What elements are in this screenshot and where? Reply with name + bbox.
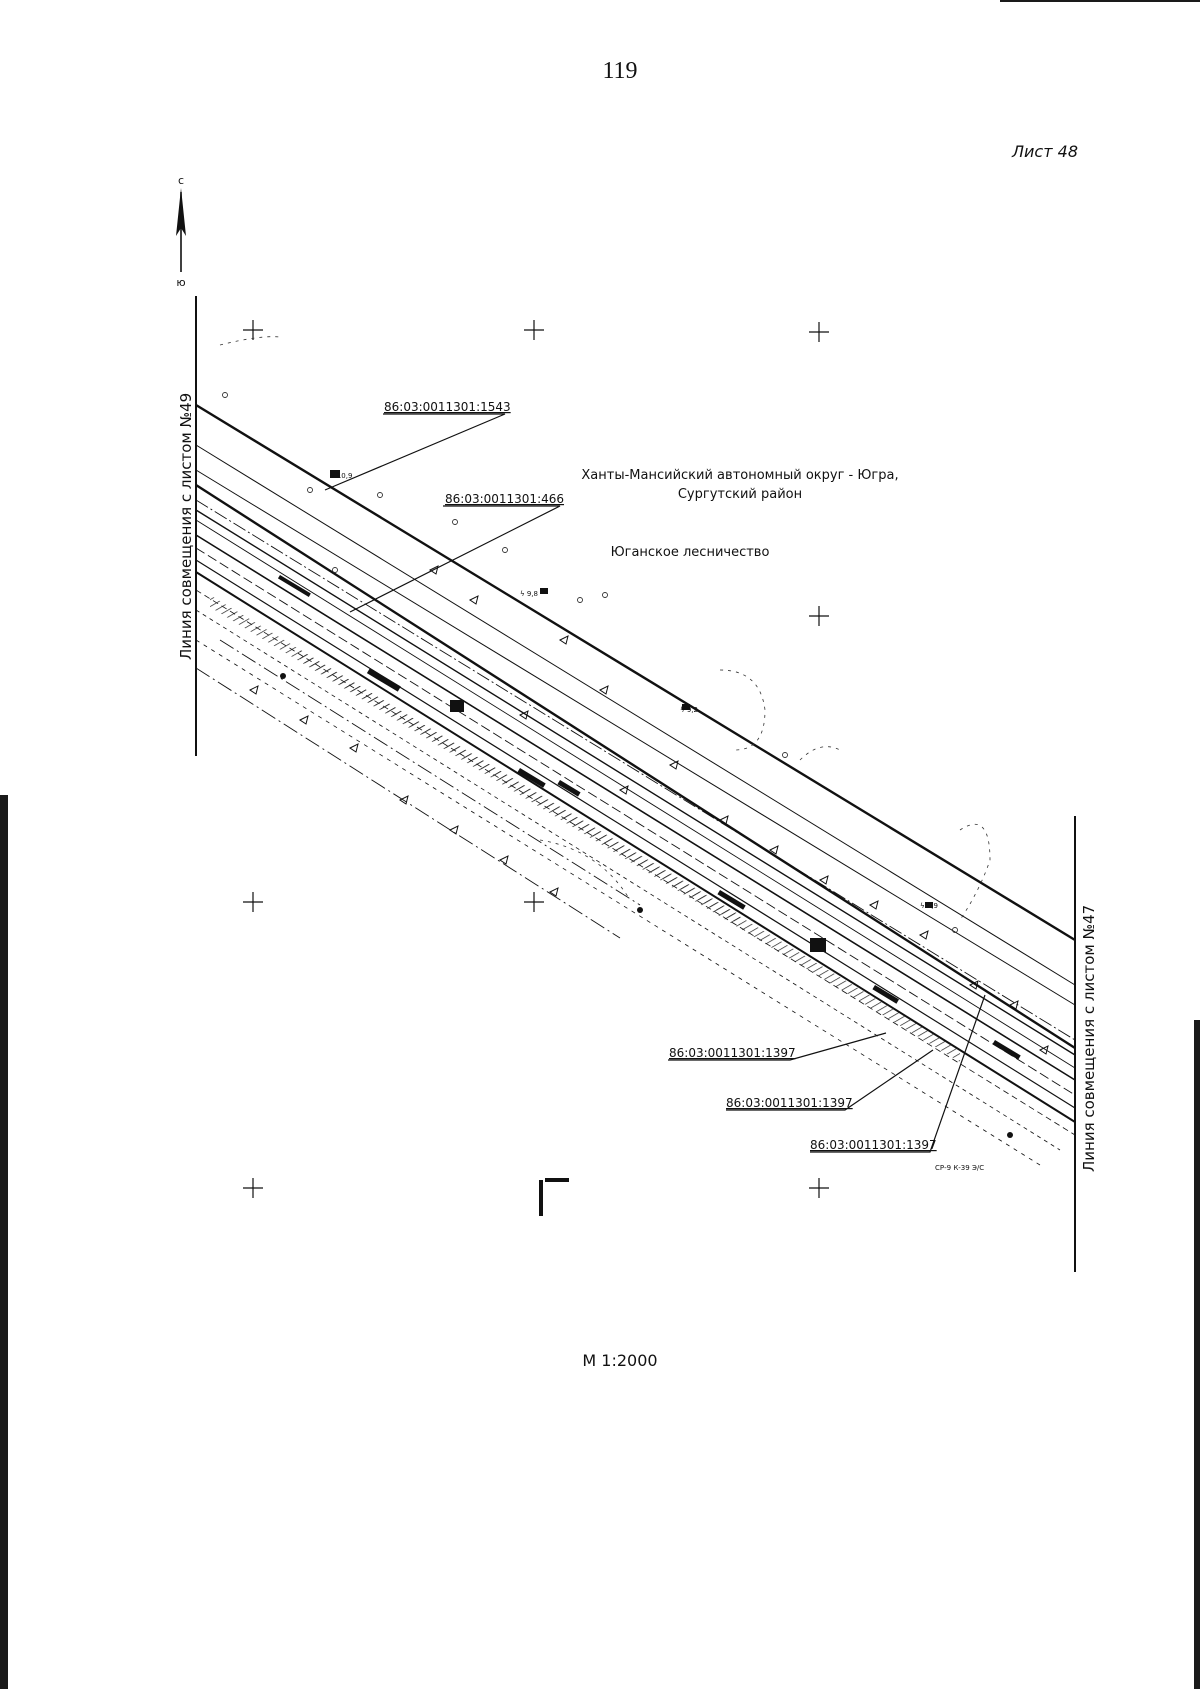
scale-bar-icon <box>539 1178 569 1216</box>
north-arrow-icon: с ю <box>176 174 186 289</box>
grid-crosses <box>243 320 829 1198</box>
svg-text:ϟ 10,9: ϟ 10,9 <box>330 472 352 480</box>
parcel-label-1543: 86:03:0011301:1543 <box>384 400 511 414</box>
triangle-markers <box>249 565 1049 1055</box>
scan-edge-top-right <box>1000 0 1200 2</box>
corridor-lines <box>195 403 1076 1166</box>
page-number: 119 <box>602 58 638 84</box>
svg-text:СР-9 К-39 Э/С: СР-9 К-39 Э/С <box>935 1164 984 1172</box>
contour-curves <box>219 336 991 921</box>
north-arrow-bottom-letter: ю <box>176 276 185 289</box>
scale-label: М 1:2000 <box>582 1351 658 1370</box>
small-circle-markers <box>222 392 958 933</box>
svg-text:ϟ 9,2: ϟ 9,2 <box>680 706 698 714</box>
svg-text:ϟ 9,8: ϟ 9,8 <box>520 590 538 598</box>
forestry-label: Юганское лесничество <box>611 545 770 560</box>
parcel-label-1397-c: 86:03:0011301:1397 <box>810 1138 937 1152</box>
scan-edge-left <box>0 795 8 1689</box>
region-label-line2: Сургутский район <box>678 487 802 502</box>
parcel-label-1397-b: 86:03:0011301:1397 <box>726 1096 853 1110</box>
symbol-clusters <box>277 470 1021 1138</box>
elevation-tags: ϟ 10,9 ϟ 9,8 ϟ 9,2 ϟ 8,9 СР-9 К-39 Э/С <box>330 472 984 1172</box>
parcel-label-466: 86:03:0011301:466 <box>445 492 564 506</box>
sheet-label: Лист 48 <box>1012 142 1078 161</box>
parcel-leaders <box>324 413 986 1153</box>
match-line-right-label: Линия совмещения с листом №47 <box>1080 905 1098 1172</box>
parcel-label-1397-a: 86:03:0011301:1397 <box>669 1046 796 1060</box>
region-label-line1: Ханты-Мансийский автономный округ - Югра… <box>581 468 898 483</box>
match-line-left-label: Линия совмещения с листом №49 <box>177 393 195 660</box>
north-arrow-top-letter: с <box>178 174 184 187</box>
svg-text:ϟ 8,9: ϟ 8,9 <box>920 902 938 910</box>
scan-edge-right <box>1194 1020 1200 1689</box>
hatched-band-2 <box>300 650 740 925</box>
